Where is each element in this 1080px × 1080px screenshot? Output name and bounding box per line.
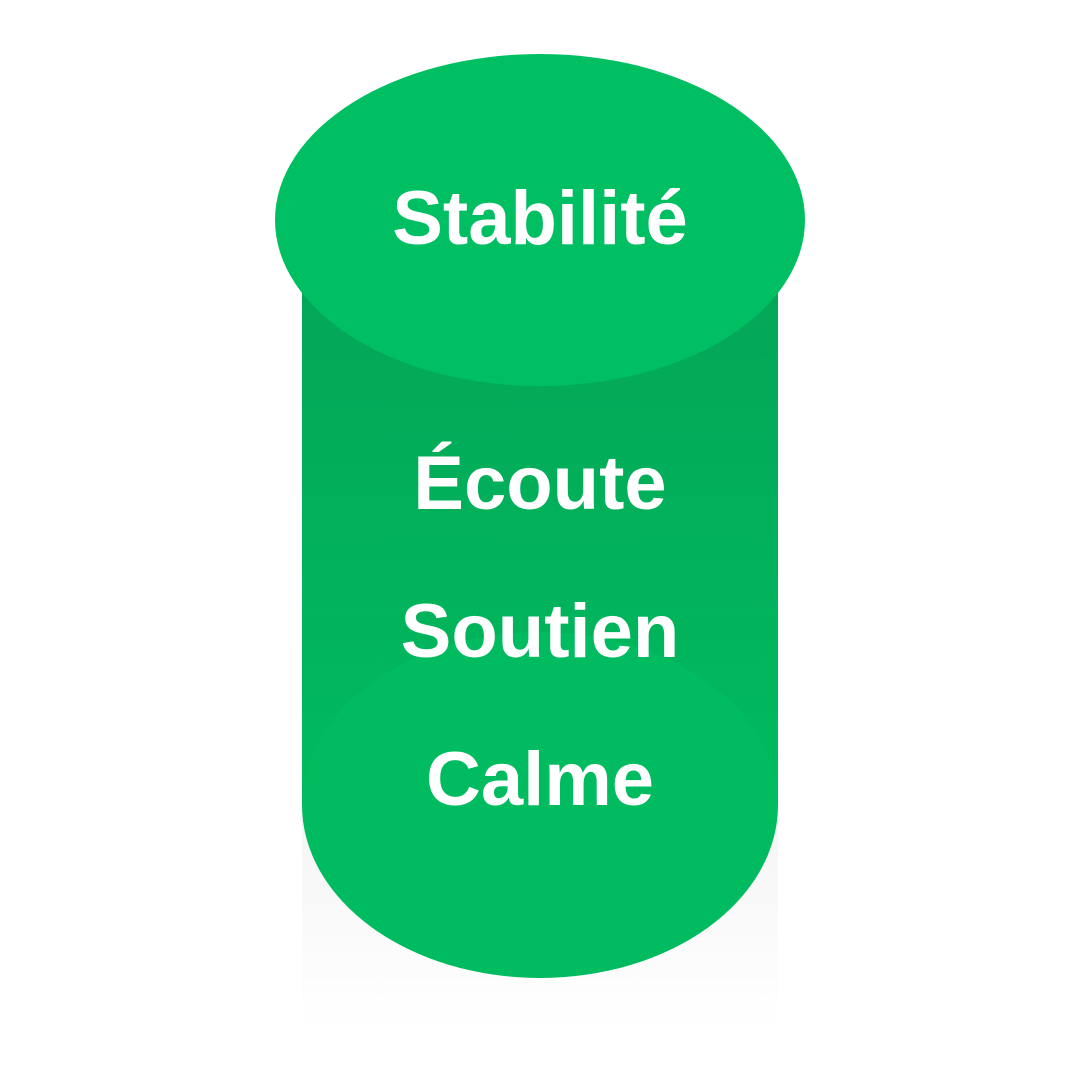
label-calme: Calme — [426, 737, 654, 822]
label-stabilite: Stabilité — [392, 176, 688, 261]
cylinder-bottom — [302, 632, 778, 978]
cylinder-top — [275, 54, 805, 386]
label-ecoute: Écoute — [413, 441, 666, 526]
label-soutien: Soutien — [401, 589, 680, 674]
